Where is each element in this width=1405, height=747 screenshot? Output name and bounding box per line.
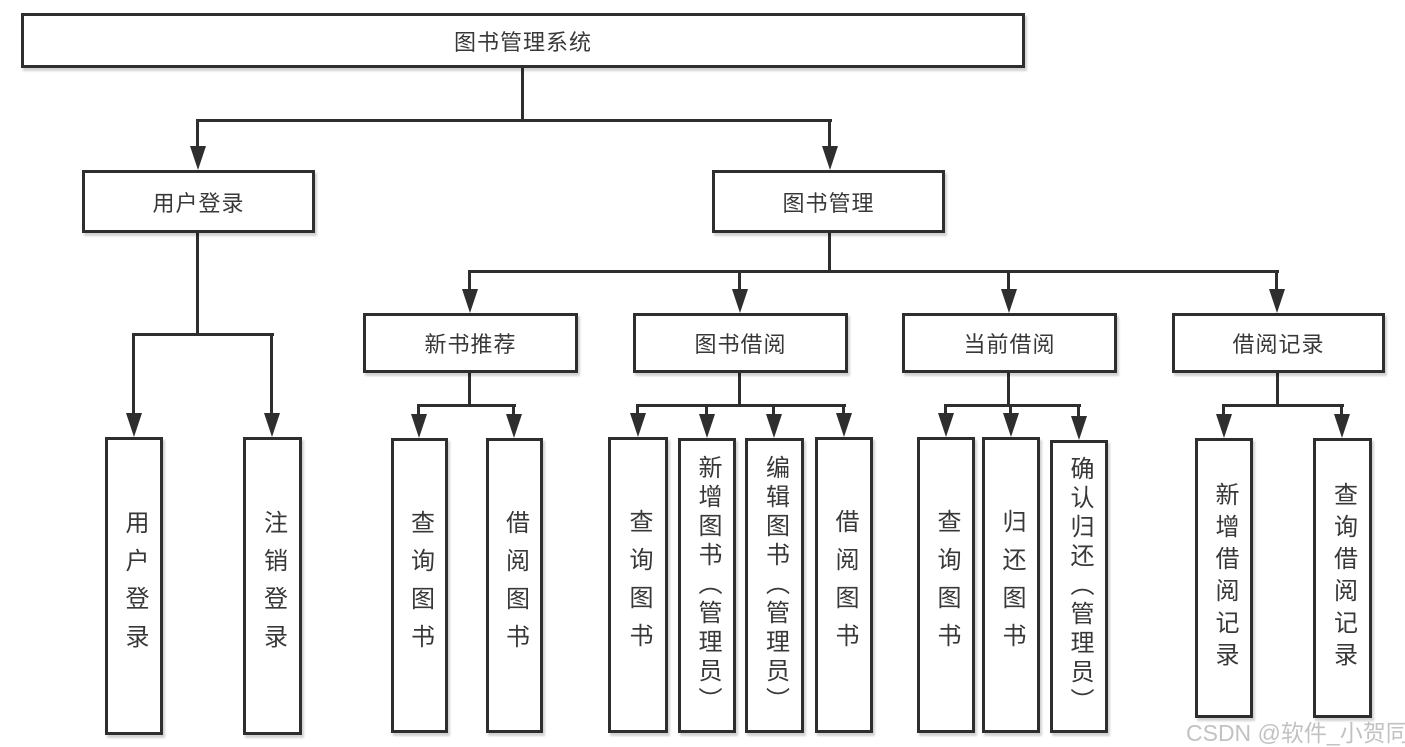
connector-line (1007, 373, 1010, 407)
leaf-borrow-books-label: 借阅图书 (831, 509, 858, 661)
arrow-down-icon (1334, 414, 1350, 438)
connector-line (270, 333, 273, 416)
arrow-down-icon (766, 414, 782, 438)
leaf-return-books: 归还图书 (982, 437, 1040, 733)
node-new-book-recommend-label: 新书推荐 (424, 332, 517, 357)
leaf-add-book-admin: 新增图书（管理员） (678, 438, 736, 733)
connector-line (636, 404, 639, 418)
arrow-down-icon (506, 414, 522, 438)
arrow-down-icon (1216, 414, 1232, 438)
node-book-management: 图书管理 (712, 170, 945, 233)
arrow-down-icon (732, 289, 748, 313)
csdn-watermark: CSDN @软件_小贺同学 (1186, 720, 1405, 746)
arrow-down-icon (938, 413, 954, 437)
leaf-confirm-return-admin: 确认归还（管理员） (1050, 440, 1108, 733)
leaf-query-borrow-record-label: 查询借阅记录 (1329, 482, 1357, 674)
connector-line (468, 373, 471, 407)
connector-line (1275, 270, 1278, 292)
node-user-login-label: 用户登录 (152, 190, 245, 216)
connector-line (1340, 404, 1343, 418)
leaf-borrow-books-recommend-label: 借阅图书 (501, 509, 529, 662)
arrow-down-icon (836, 413, 852, 437)
leaf-borrow-books-recommend: 借阅图书 (486, 438, 543, 733)
arrow-down-icon (630, 413, 646, 437)
leaf-logout: 注销登录 (243, 437, 302, 735)
node-borrow-records-label: 借阅记录 (1232, 332, 1325, 357)
connector-line (132, 333, 274, 336)
arrow-down-icon (1071, 416, 1087, 440)
node-current-borrowing: 当前借阅 (902, 313, 1117, 373)
arrow-down-icon (190, 146, 206, 170)
connector-line (828, 119, 831, 150)
leaf-user-login-label: 用户登录 (121, 510, 148, 662)
connector-line (1077, 404, 1080, 418)
connector-line (468, 270, 1279, 273)
leaf-query-books-recommend: 查询图书 (391, 438, 448, 733)
leaf-logout-label: 注销登录 (259, 510, 287, 662)
connector-line (196, 233, 199, 336)
arrow-down-icon (1269, 289, 1285, 313)
leaf-edit-book-admin: 编辑图书（管理员） (745, 438, 804, 733)
connector-line (1222, 404, 1225, 418)
node-user-login: 用户登录 (82, 170, 315, 233)
node-book-borrowing: 图书借阅 (633, 313, 848, 373)
leaf-query-books-recommend-label: 查询图书 (406, 509, 434, 662)
node-book-borrowing-label: 图书借阅 (694, 332, 787, 357)
connector-line (468, 270, 471, 292)
node-book-management-label: 图书管理 (782, 190, 875, 216)
connector-line (417, 404, 516, 407)
leaf-add-borrow-record-label: 新增借阅记录 (1211, 482, 1238, 674)
connector-line (521, 68, 524, 121)
node-borrow-records: 借阅记录 (1172, 313, 1385, 373)
connector-line (1276, 373, 1279, 407)
leaf-query-borrow-record: 查询借阅记录 (1313, 438, 1372, 718)
arrow-down-icon (822, 146, 838, 170)
connector-line (842, 404, 845, 418)
connector-line (512, 404, 515, 418)
leaf-query-books-borrowing: 查询图书 (608, 437, 668, 733)
connector-line (196, 119, 832, 122)
leaf-return-books-label: 归还图书 (998, 509, 1025, 661)
arrow-down-icon (411, 414, 427, 438)
connector-line (1222, 404, 1344, 407)
leaf-edit-book-admin-label: 编辑图书（管理员） (761, 455, 789, 716)
leaf-query-books-current: 查询图书 (917, 437, 975, 733)
leaf-user-login: 用户登录 (105, 437, 163, 735)
arrow-down-icon (699, 414, 715, 438)
node-root: 图书管理系统 (21, 13, 1025, 68)
connector-line (944, 404, 1081, 407)
connector-line (828, 233, 831, 273)
leaf-borrow-books: 借阅图书 (815, 437, 873, 733)
connector-line (705, 404, 708, 418)
connector-line (944, 404, 947, 418)
leaf-confirm-return-admin-label: 确认归还（管理员） (1066, 456, 1093, 717)
leaf-add-borrow-record: 新增借阅记录 (1195, 438, 1253, 718)
connector-line (417, 404, 420, 418)
connector-line (636, 404, 846, 407)
connector-line (738, 373, 741, 407)
arrow-down-icon (264, 413, 280, 437)
node-new-book-recommend: 新书推荐 (363, 313, 578, 373)
connector-line (1009, 404, 1012, 418)
leaf-query-books-borrowing-label: 查询图书 (625, 509, 652, 661)
connector-line (196, 119, 199, 150)
arrow-down-icon (1001, 289, 1017, 313)
arrow-down-icon (462, 289, 478, 313)
connector-line (132, 333, 135, 416)
arrow-down-icon (1003, 413, 1019, 437)
node-current-borrowing-label: 当前借阅 (963, 332, 1056, 357)
connector-line (772, 404, 775, 418)
arrow-down-icon (126, 413, 142, 437)
node-root-label: 图书管理系统 (453, 29, 592, 55)
connector-line (738, 270, 741, 292)
leaf-query-books-current-label: 查询图书 (933, 509, 960, 661)
leaf-add-book-admin-label: 新增图书（管理员） (694, 455, 721, 716)
connector-line (1007, 270, 1010, 292)
